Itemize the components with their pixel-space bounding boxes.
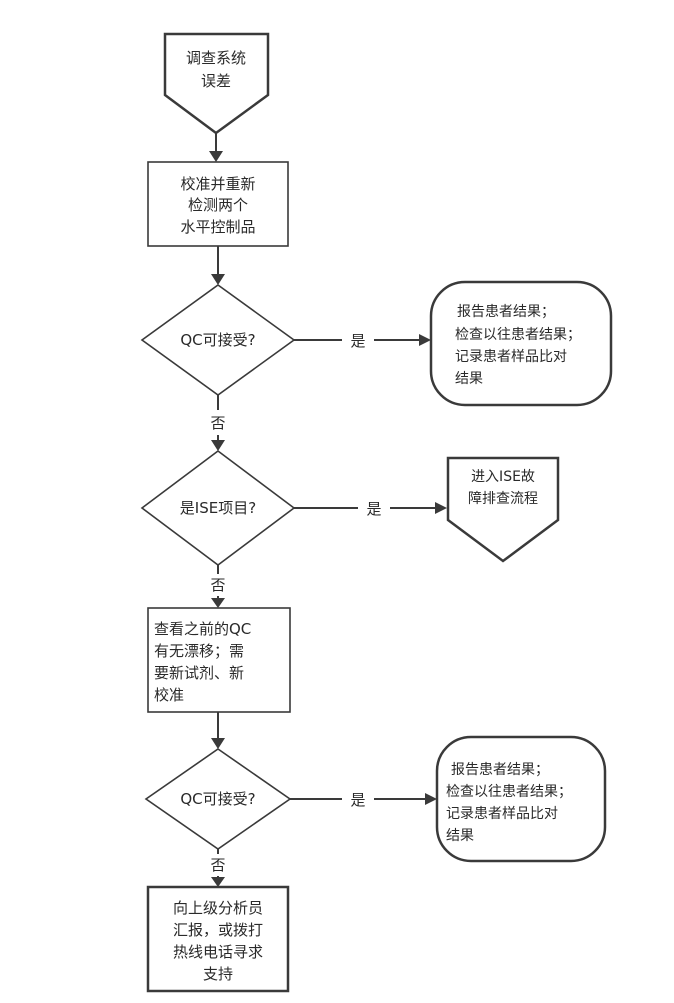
no-label-1: 否: [210, 414, 225, 432]
report-1-line-3: 记录患者样品比对: [455, 349, 567, 365]
connector-review-qc2: [211, 712, 225, 749]
escalate-line-3: 热线电话寻求: [173, 943, 263, 961]
review-qc-line-2: 有无漂移；需: [154, 642, 244, 660]
qc-check-1-node: QC可接受?: [140, 284, 296, 396]
report-1-line-2: 检查以往患者结果；: [455, 327, 581, 343]
review-qc-node: 查看之前的QC 有无漂移；需 要新试剂、新 校准: [147, 607, 291, 713]
connector-ise-flow: 是: [294, 500, 447, 518]
report-2-line-4: 结果: [446, 828, 474, 844]
review-qc-line-4: 校准: [154, 686, 184, 704]
qc-check-2-node: QC可接受?: [144, 748, 292, 850]
report-2-line-3: 记录患者样品比对: [446, 806, 558, 822]
escalate-line-2: 汇报，或拨打: [173, 921, 263, 939]
review-qc-line-3: 要新试剂、新: [154, 664, 244, 682]
calibrate-node: 校准并重新 检测两个 水平控制品: [147, 161, 289, 247]
escalate-node: 向上级分析员 汇报，或拨打 热线电话寻求 支持: [146, 885, 290, 993]
report-2-node: 报告患者结果； 检查以往患者结果； 记录患者样品比对 结果: [435, 735, 607, 863]
connector-qc2-report2: 是: [290, 791, 437, 809]
connector-qc1-ise: 否: [210, 395, 226, 451]
report-1-line-4: 结果: [455, 371, 483, 387]
connector-start-calibrate: [209, 133, 223, 162]
yes-label-1: 是: [350, 332, 365, 350]
ise-flow-line-2: 障排查流程: [468, 491, 538, 507]
report-2-line-2: 检查以往患者结果；: [446, 784, 572, 800]
connector-qc2-escalate: 否: [210, 849, 226, 887]
connector-calibrate-qc1: [211, 246, 225, 285]
no-label-3: 否: [210, 856, 225, 874]
escalate-line-4: 支持: [203, 965, 233, 983]
calibrate-line-1: 校准并重新: [180, 175, 255, 193]
calibrate-line-3: 水平控制品: [180, 218, 255, 236]
review-qc-line-1: 查看之前的QC: [154, 620, 251, 638]
ise-check-label: 是ISE项目?: [180, 499, 256, 517]
yes-label-3: 是: [350, 791, 365, 809]
start-node-line-2: 误差: [201, 72, 231, 90]
connector-qc1-report1: 是: [294, 332, 431, 350]
ise-check-node: 是ISE项目?: [140, 450, 296, 566]
report-2-line-1: 报告患者结果；: [451, 762, 549, 778]
qc-check-1-label: QC可接受?: [180, 331, 255, 349]
start-node: 调查系统 误差: [163, 32, 270, 135]
qc-check-2-label: QC可接受?: [180, 790, 255, 808]
report-1-node: 报告患者结果； 检查以往患者结果； 记录患者样品比对 结果: [429, 280, 613, 407]
ise-flow-node: 进入ISE故 障排查流程: [446, 456, 560, 563]
connector-ise-review: 否: [210, 565, 226, 608]
calibrate-line-2: 检测两个: [188, 196, 248, 214]
ise-flow-line-1: 进入ISE故: [471, 469, 535, 485]
yes-label-2: 是: [366, 500, 381, 518]
escalate-line-1: 向上级分析员: [173, 899, 263, 917]
report-1-line-1: 报告患者结果；: [457, 304, 555, 320]
no-label-2: 否: [210, 576, 225, 594]
start-node-line-1: 调查系统: [186, 49, 246, 67]
